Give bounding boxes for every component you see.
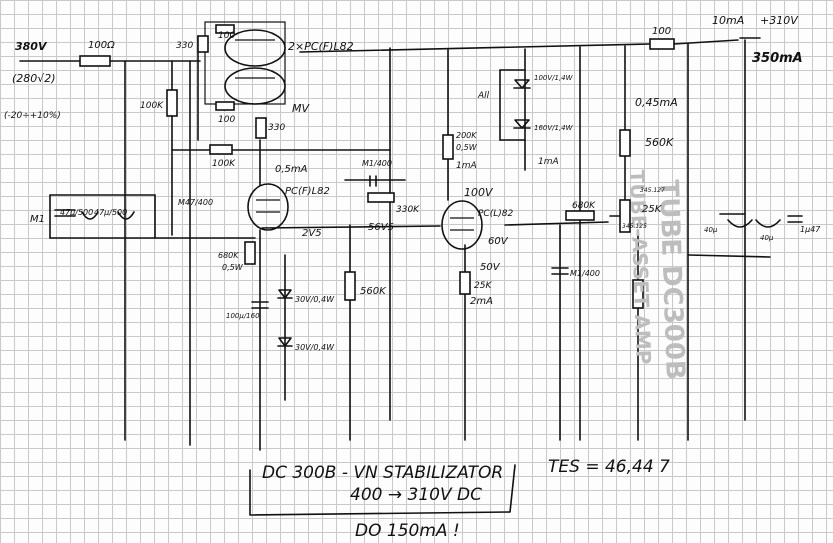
c-m47-label: M47/400 <box>178 198 213 207</box>
i-05ma-label: 0,5mA <box>275 164 308 175</box>
r-200k-w-label: 0,5W <box>456 143 478 152</box>
error-amp-tube <box>244 183 293 347</box>
c-in-b-label: 47μ/500 <box>60 208 93 217</box>
title-line-2: 400 → 310V DC <box>350 485 482 505</box>
supply-rail <box>19 38 739 67</box>
tolerance-label: (-20÷+10%) <box>4 111 61 121</box>
r330-b-label: 330 <box>268 123 285 133</box>
ghost-text-a: TUBE DC300B <box>653 179 690 380</box>
input-voltage-label: 380V <box>15 40 48 53</box>
z160-label: 160V/1,4W <box>534 124 574 132</box>
c-in-label: M1 <box>30 214 45 225</box>
c-out-b-label: 40μ <box>760 234 774 242</box>
r-in-label: 100Ω <box>88 40 115 51</box>
i-045ma-label: 0,45mA <box>635 96 678 109</box>
r-330k-label: 330K <box>396 205 420 215</box>
c-m1-b-label: M1/400 <box>570 269 600 278</box>
v-2v5-label: 2V5 <box>302 228 322 239</box>
pot-v1-label: 345.127 <box>640 187 665 194</box>
c-m1-label: M1/400 <box>362 159 392 168</box>
c-in-c-label: 47μ/500 <box>94 208 127 217</box>
i-2ma-label: 2mA <box>470 296 493 307</box>
v-100v-label: 100V <box>464 186 494 199</box>
i-10ma-label: 10mA <box>712 14 744 27</box>
r-680k-b-label: 680K <box>572 201 596 211</box>
tes-label: TES = 46,44 7 <box>548 457 670 477</box>
r-680k-a-label: 680K <box>218 251 239 260</box>
r-25k-a-label: 25K <box>474 281 492 291</box>
i-1ma-a-label: 1mA <box>456 161 477 171</box>
r100-b-label: 100 <box>218 115 235 125</box>
r-560k-label: 560K <box>360 286 387 297</box>
r-100k-a-label: 100K <box>140 101 164 111</box>
input-alt-label: (280√2) <box>12 72 56 85</box>
v-out-label: +310V <box>760 14 799 27</box>
i-1ma-b-label: 1mA <box>538 157 559 167</box>
c-100u-label: 100μ/160 <box>226 312 260 320</box>
pass-tube-pair <box>197 21 286 155</box>
ground-rail <box>49 194 771 258</box>
pot-v2-label: 345.125 <box>622 223 647 230</box>
title-line-1: DC 300B - VN STABILIZATOR <box>262 463 503 483</box>
c-out-a-label: 40μ <box>704 226 718 234</box>
all-label: All <box>477 91 490 101</box>
r-100-out-label: 100 <box>652 26 671 37</box>
r-680k-w-label: 0,5W <box>222 263 244 272</box>
r-200k-label: 200K <box>456 131 477 140</box>
title-box <box>249 464 516 516</box>
z30-b-label: 30V/0,4W <box>295 343 335 352</box>
reference-section <box>344 69 531 301</box>
note-label: DO 150mA ! <box>355 521 460 541</box>
i-out-label: 350mA <box>752 51 803 66</box>
z30-a-label: 30V/0,4W <box>295 295 335 304</box>
pot-25k-label: 25K <box>642 204 663 215</box>
v-60v-label: 60V <box>488 236 509 247</box>
r-100k-b-label: 100K <box>212 159 236 169</box>
mv-label: MV <box>292 102 310 115</box>
r-560k-b-label: 560K <box>645 136 674 149</box>
tube-ref-label: PC(L)82 <box>478 209 513 219</box>
v-50v-label: 50V <box>480 262 501 273</box>
tube-pass-label: 2×PC(F)L82 <box>288 40 354 53</box>
input-capacitors <box>54 209 135 220</box>
v-56v5-label: 56V5 <box>368 222 394 233</box>
output-section <box>551 37 803 309</box>
tube-err-label: PC(F)L82 <box>285 186 330 197</box>
c-out-c-label: 1μ47 <box>800 225 821 234</box>
z100-label: 100V/1,4W <box>534 74 574 82</box>
r100-a-label: 100 <box>218 31 235 41</box>
r330-a-label: 330 <box>176 41 193 51</box>
ghost-text-b: TUBE-ASSET AMP <box>625 169 656 365</box>
